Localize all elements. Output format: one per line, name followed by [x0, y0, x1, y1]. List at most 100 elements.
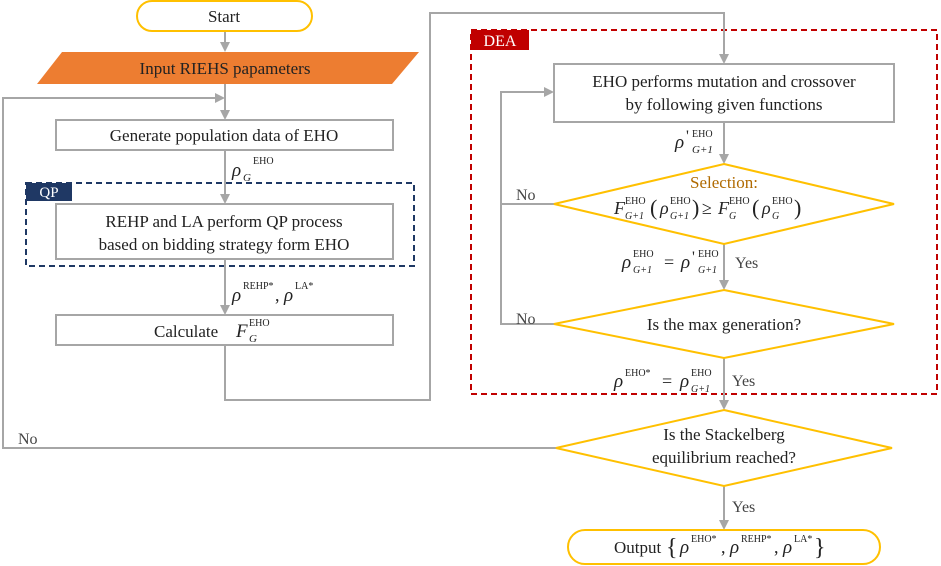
svg-text:EHO: EHO — [249, 318, 270, 329]
dea-group-tag — [471, 30, 529, 50]
svg-text:LA*: LA* — [295, 281, 313, 292]
svg-text:): ) — [692, 195, 699, 220]
generate-process-box — [55, 119, 394, 151]
svg-text:EHO: EHO — [729, 196, 750, 207]
rho-g-eho-label: ρ EHO G — [231, 156, 274, 184]
output-label: Output — [614, 538, 662, 557]
svg-text:ρ: ρ — [613, 371, 623, 392]
svg-text:EHO: EHO — [670, 196, 691, 207]
svg-text:ρ: ρ — [231, 160, 241, 181]
output-set-math: { ρ EHO* , ρ REHP* , ρ LA* } — [666, 534, 826, 561]
max-generation-yes-label: Yes — [732, 373, 755, 390]
svg-text:{: { — [666, 535, 678, 561]
svg-text:EHO: EHO — [772, 196, 793, 207]
svg-text:EHO: EHO — [633, 249, 654, 260]
svg-text:F: F — [717, 198, 730, 218]
svg-text:G+1: G+1 — [670, 211, 689, 222]
start-terminal — [136, 0, 313, 32]
eho-mutation-box — [553, 63, 895, 123]
svg-text:EHO: EHO — [625, 196, 646, 207]
svg-text:ρ: ρ — [729, 537, 739, 558]
svg-text:=: = — [662, 371, 672, 391]
stackelberg-decision — [555, 408, 893, 488]
svg-text:): ) — [794, 195, 801, 220]
svg-text:ρ: ρ — [674, 132, 684, 153]
svg-text:ρ: ρ — [679, 371, 689, 392]
max-generation-decision — [553, 288, 895, 360]
selection-no-label: No — [516, 187, 536, 204]
f-g-eho-math: F EHO G — [235, 318, 270, 345]
stackelberg-line1: Is the Stackelberg — [663, 425, 785, 444]
selection-decision — [553, 162, 895, 246]
max-gen-yes-assignment: ρ EHO* = ρ EHO G+1 — [613, 368, 712, 395]
svg-text:EHO: EHO — [698, 249, 719, 260]
svg-text:G: G — [243, 172, 251, 184]
svg-text:G+1: G+1 — [633, 265, 652, 276]
svg-text:ρ: ρ — [680, 252, 690, 273]
svg-text:EHO*: EHO* — [691, 534, 717, 545]
svg-text:F: F — [613, 198, 626, 218]
selection-condition-math: F EHO G+1 ( ρ EHO G+1 ) ≥ F EHO G ( ρ EH… — [613, 195, 801, 222]
svg-text:LA*: LA* — [794, 534, 812, 545]
qp-process-line1: REHP and LA perform QP process — [105, 212, 342, 231]
svg-text:': ' — [692, 249, 695, 266]
stackelberg-yes-label: Yes — [732, 499, 755, 516]
generate-label: Generate population data of EHO — [110, 126, 338, 145]
svg-text:G: G — [772, 211, 779, 222]
svg-text:}: } — [814, 535, 826, 561]
rho-prime-g1-eho-label: ρ ' EHO G+1 — [674, 128, 713, 156]
svg-text:F: F — [235, 321, 248, 342]
calculate-label: Calculate — [154, 322, 218, 341]
svg-text:': ' — [686, 128, 689, 145]
stackelberg-no-label: No — [18, 431, 38, 448]
svg-text:G+1: G+1 — [625, 211, 644, 222]
selection-yes-assignment: ρ EHO G+1 = ρ ' EHO G+1 — [621, 249, 719, 276]
svg-text:G: G — [729, 211, 736, 222]
rho-rehp-la-label: ρ REHP* , ρ LA* — [231, 281, 313, 306]
qp-process-box — [55, 203, 394, 260]
svg-text:≥: ≥ — [702, 198, 712, 218]
svg-text:ρ: ρ — [679, 537, 689, 558]
calculate-process-box — [55, 314, 394, 346]
svg-text:,: , — [275, 285, 280, 305]
svg-text:,: , — [774, 537, 779, 557]
svg-text:EHO: EHO — [253, 156, 274, 167]
max-generation-no-label: No — [516, 311, 536, 328]
svg-text:REHP*: REHP* — [243, 281, 274, 292]
svg-text:EHO: EHO — [692, 129, 713, 140]
dea-group-frame — [470, 29, 938, 395]
svg-text:(: ( — [650, 195, 657, 220]
svg-text:G+1: G+1 — [698, 265, 717, 276]
svg-text:=: = — [664, 252, 674, 272]
selection-label: Selection: — [690, 173, 758, 192]
qp-group-tag — [26, 183, 72, 201]
svg-text:G+1: G+1 — [691, 384, 710, 395]
svg-text:ρ: ρ — [782, 537, 792, 558]
svg-text:ρ: ρ — [621, 252, 631, 273]
start-label: Start — [208, 7, 240, 26]
input-label: Input RIEHS papameters — [140, 59, 311, 78]
max-generation-label: Is the max generation? — [647, 315, 801, 334]
connectors — [2, 12, 729, 530]
svg-text:EHO: EHO — [691, 368, 712, 379]
qp-group-label: QP — [39, 185, 58, 201]
svg-text:G: G — [249, 333, 257, 345]
svg-text:EHO*: EHO* — [625, 368, 651, 379]
svg-text:REHP*: REHP* — [741, 534, 772, 545]
dea-group-label: DEA — [484, 33, 517, 50]
svg-text:(: ( — [752, 195, 759, 220]
qp-process-line2: based on bidding strategy form EHO — [99, 235, 350, 254]
stackelberg-line2: equilibrium reached? — [652, 448, 796, 467]
input-parallelogram — [37, 52, 419, 84]
output-terminal — [567, 529, 881, 565]
selection-yes-label: Yes — [735, 255, 758, 272]
svg-text:ρ: ρ — [231, 285, 241, 306]
svg-text:,: , — [721, 537, 726, 557]
svg-text:ρ: ρ — [283, 285, 293, 306]
svg-text:G+1: G+1 — [692, 144, 713, 156]
eho-mutation-line1: EHO performs mutation and crossover — [592, 72, 856, 91]
svg-text:ρ: ρ — [659, 198, 669, 218]
svg-text:ρ: ρ — [761, 198, 771, 218]
